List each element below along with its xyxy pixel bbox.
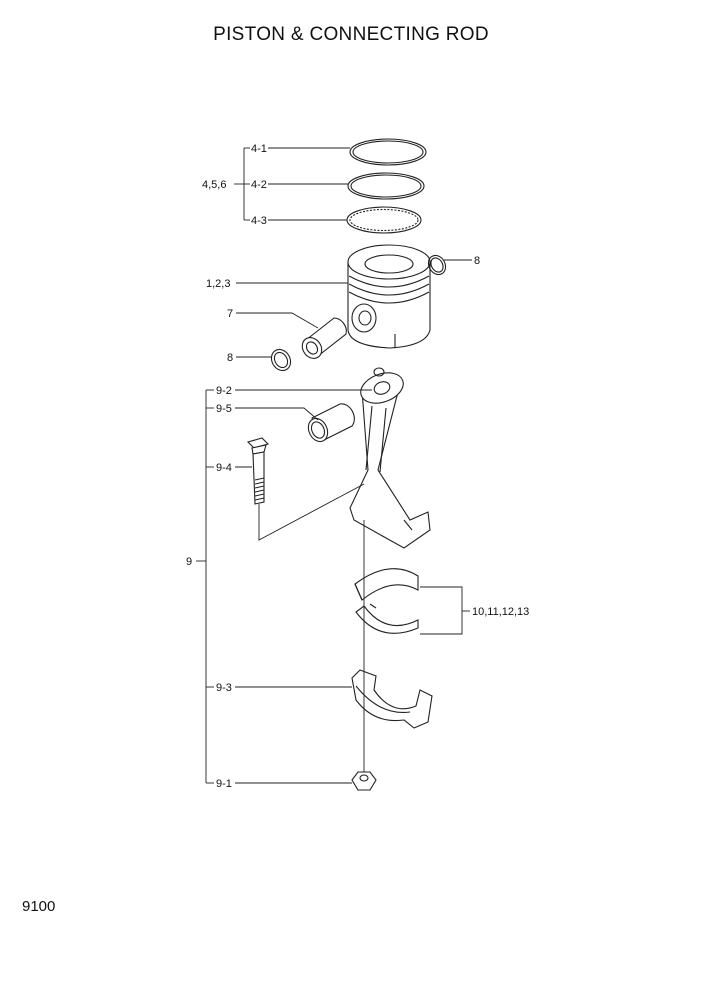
page-title: PISTON & CONNECTING ROD: [213, 24, 489, 45]
piston-ring-middle: [347, 172, 425, 200]
label-rod-nut: 9-1: [216, 778, 232, 790]
rod-nut: [351, 771, 377, 791]
piston: [347, 244, 431, 349]
leader-lines: [196, 147, 472, 784]
label-ring-middle: 4-2: [251, 179, 267, 191]
label-bearing-cap: 9-3: [216, 682, 232, 694]
small-end-bush: [307, 403, 355, 443]
circlip-left: [270, 348, 292, 372]
connecting-rod-bolt: [246, 437, 270, 505]
label-piston-pin: 7: [227, 308, 233, 320]
bearing-shells: [354, 568, 419, 634]
label-small-end-bush: 9-5: [216, 403, 232, 415]
oil-control-ring: [346, 206, 422, 234]
connecting-rod: [349, 367, 431, 549]
piston-ring-top: [349, 138, 427, 166]
bearing-cap: [351, 669, 433, 729]
label-piston: 1,2,3: [206, 278, 230, 290]
label-rod-assembly: 9-2: [216, 385, 232, 397]
label-oil-ring: 4-3: [251, 215, 267, 227]
page-number: 9100: [22, 898, 56, 915]
label-bearings: 10,11,12,13: [472, 606, 529, 618]
piston-pin: [301, 317, 347, 359]
circlip-right: [427, 254, 447, 276]
label-ring-top: 4-1: [251, 143, 267, 155]
label-rod-bolt: 9-4: [216, 462, 232, 474]
label-ring-set: 4,5,6: [202, 179, 226, 191]
label-connecting-rod: 9: [186, 556, 192, 568]
label-circlip-right: 8: [474, 255, 480, 267]
label-circlip-left: 8: [227, 352, 233, 364]
